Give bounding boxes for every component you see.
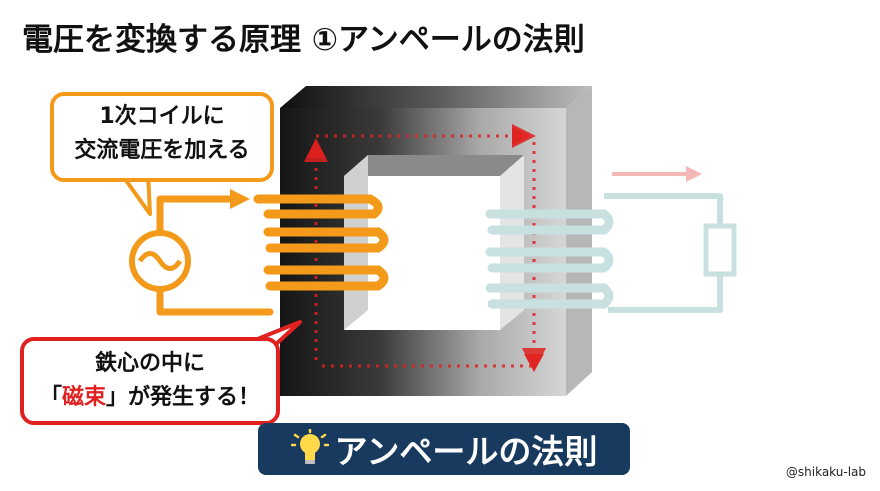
callout-flux-line1: 鉄心の中に xyxy=(94,351,205,376)
bracket-close: 」 xyxy=(106,385,129,410)
credit-text: @shikaku-lab xyxy=(785,465,866,479)
iron-core xyxy=(280,86,592,396)
callout-flux-line2: 「磁束」が発生する！ xyxy=(24,381,276,415)
badge-text: アンペールの法則 xyxy=(334,432,598,471)
secondary-coil xyxy=(485,209,614,309)
flux-arrowheads xyxy=(306,126,544,372)
lightbulb-icon xyxy=(290,429,329,464)
secondary-current-arrow xyxy=(612,166,702,182)
flux-rest: が発生する！ xyxy=(128,385,261,410)
callout-primary-line2: 交流電圧を加える xyxy=(74,138,250,163)
callout-primary-line1: 1次コイルに xyxy=(99,104,225,129)
page-title: 電圧を変換する原理 ①アンペールの法則 xyxy=(22,22,585,58)
bracket-open: 「 xyxy=(39,385,62,410)
primary-coil xyxy=(253,194,389,291)
current-arrow xyxy=(230,189,250,209)
ampere-law-badge: アンペールの法則 xyxy=(258,423,630,475)
primary-circuit xyxy=(156,195,274,316)
callout-primary-coil: 1次コイルに 交流電圧を加える xyxy=(50,92,274,182)
flux-highlight: 磁束 xyxy=(61,385,106,410)
secondary-circuit xyxy=(604,193,723,313)
resistor-icon xyxy=(703,223,737,277)
callout-flux: 鉄心の中に 「磁束」が発生する！ xyxy=(20,337,280,425)
ac-source-icon xyxy=(129,230,191,292)
